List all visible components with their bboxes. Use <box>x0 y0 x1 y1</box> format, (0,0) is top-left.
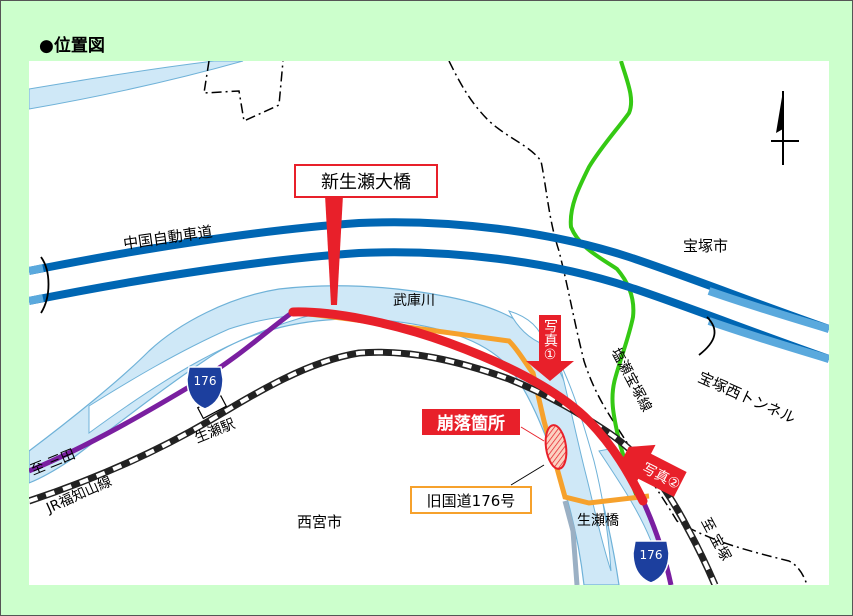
collapse-callout[interactable]: 崩落箇所 <box>422 409 520 435</box>
old-route-callout[interactable]: 旧国道176号 <box>410 486 532 514</box>
location-map: 写真① 写真② 176 176 新生瀬大橋 <box>29 61 829 585</box>
tunnel-label: 宝塚西トンネル <box>695 368 798 427</box>
photo-1-arrow[interactable]: 写真① <box>526 315 574 381</box>
new-bridge-callout[interactable]: 新生瀬大橋 <box>294 164 438 198</box>
river-label: 武庫川 <box>393 292 435 309</box>
figure-title: ●位置図 <box>39 36 105 56</box>
collapse-label: 崩落箇所 <box>437 413 505 434</box>
city-boundary-left <box>203 61 284 123</box>
old-route-label: 旧国道176号 <box>427 492 516 510</box>
expressway-chugoku-south <box>29 248 829 363</box>
railway-jr-dash <box>29 350 717 585</box>
city-boundary-main <box>448 61 808 585</box>
route-shield-label-west: 176 <box>194 374 217 388</box>
route-176-shield-west[interactable]: 176 <box>186 366 224 410</box>
route-176-shield-east[interactable]: 176 <box>632 540 670 584</box>
takarazuka-city-label: 宝塚市 <box>683 237 728 255</box>
new-bridge-pointer <box>325 195 343 305</box>
namaze-bridge-label: 生瀬橋 <box>577 513 619 529</box>
road-grey-south <box>562 500 580 585</box>
expressway-chugoku-north <box>29 218 829 333</box>
river-branch-top <box>29 61 244 110</box>
new-route-red <box>288 307 648 506</box>
new-bridge-label: 新生瀬大橋 <box>321 172 411 193</box>
tunnel-section-west <box>29 264 44 305</box>
collapse-callout-leader <box>520 426 545 442</box>
tunnel-portal-east <box>698 316 716 356</box>
route-shield-label-east: 176 <box>640 548 663 562</box>
tunnel-section-east <box>707 287 829 363</box>
north-arrow <box>771 91 799 165</box>
nishinomiya-city-label: 西宮市 <box>297 513 342 531</box>
tunnel-portal-west <box>40 256 50 314</box>
collapse-location-marker[interactable] <box>543 424 569 470</box>
green-boundary-line <box>568 61 639 498</box>
collapse-leader-line <box>510 464 545 486</box>
photo-1-label: 写真① <box>542 319 558 363</box>
